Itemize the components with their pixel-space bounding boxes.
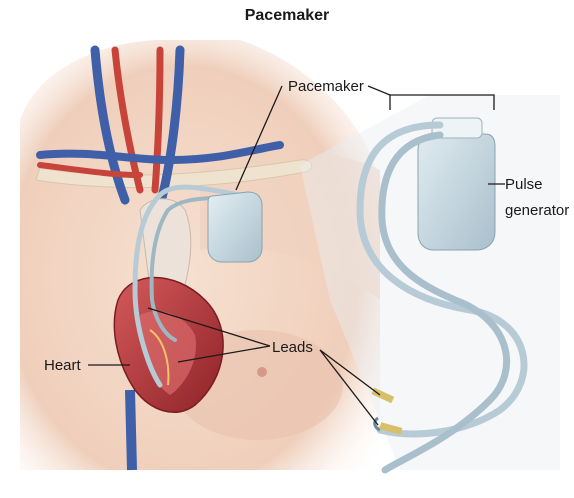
pulse-generator-label-line1: Pulse	[505, 176, 543, 193]
implanted-pacemaker	[208, 192, 262, 262]
heart-label: Heart	[44, 357, 81, 374]
nipple	[257, 367, 267, 377]
leads-label: Leads	[272, 339, 313, 356]
pulse-generator-label-line2: generator	[505, 202, 569, 219]
figure-title: Pacemaker	[0, 7, 574, 24]
pacemaker-label: Pacemaker	[288, 78, 364, 95]
